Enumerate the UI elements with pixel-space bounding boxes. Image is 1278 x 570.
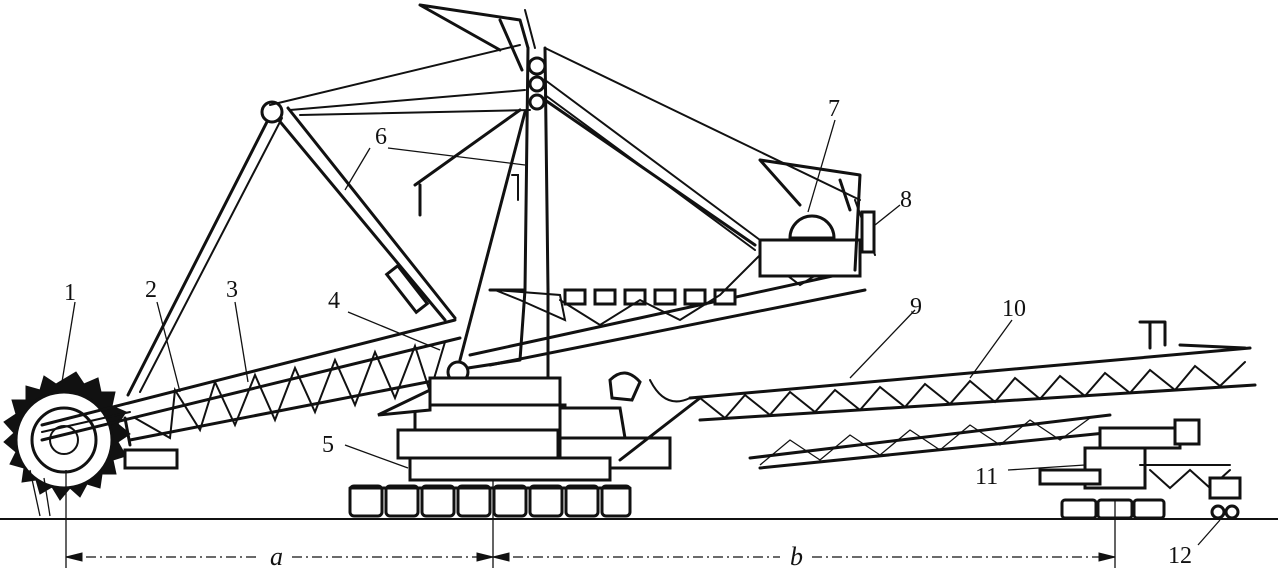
bucket-wheel-boom — [40, 318, 462, 470]
leader-lines — [61, 119, 1221, 546]
dimension-b: b — [790, 542, 803, 570]
label-2: 2 — [145, 277, 157, 303]
boom-hoist-rope — [126, 100, 457, 397]
label-11: 11 — [975, 464, 998, 490]
discharge-conveyor-boom — [618, 320, 1257, 470]
hoist-cylinder — [384, 263, 430, 315]
label-4: 4 — [328, 288, 340, 314]
bucket-wheel — [3, 371, 131, 517]
label-6: 6 — [375, 124, 387, 150]
label-1: 1 — [64, 280, 76, 306]
boom-head-housing — [123, 448, 179, 470]
label-12: 12 — [1168, 543, 1192, 569]
dimension-a: a — [270, 542, 283, 570]
label-3: 3 — [226, 277, 238, 303]
label-5: 5 — [322, 432, 334, 458]
label-7: 7 — [828, 96, 840, 122]
crawler-tracks — [348, 456, 632, 518]
discharge-crawler — [1038, 418, 1242, 520]
counterweight-boom — [468, 158, 876, 367]
label-8: 8 — [900, 187, 912, 213]
part-labels: 1 2 3 4 5 6 7 8 9 10 11 12 — [64, 96, 1192, 569]
label-9: 9 — [910, 294, 922, 320]
main-mast — [269, 3, 861, 362]
dimension-lines: a b — [65, 470, 1116, 570]
label-10: 10 — [1002, 296, 1026, 322]
counterweight-box — [758, 238, 862, 278]
track-links — [348, 484, 632, 518]
